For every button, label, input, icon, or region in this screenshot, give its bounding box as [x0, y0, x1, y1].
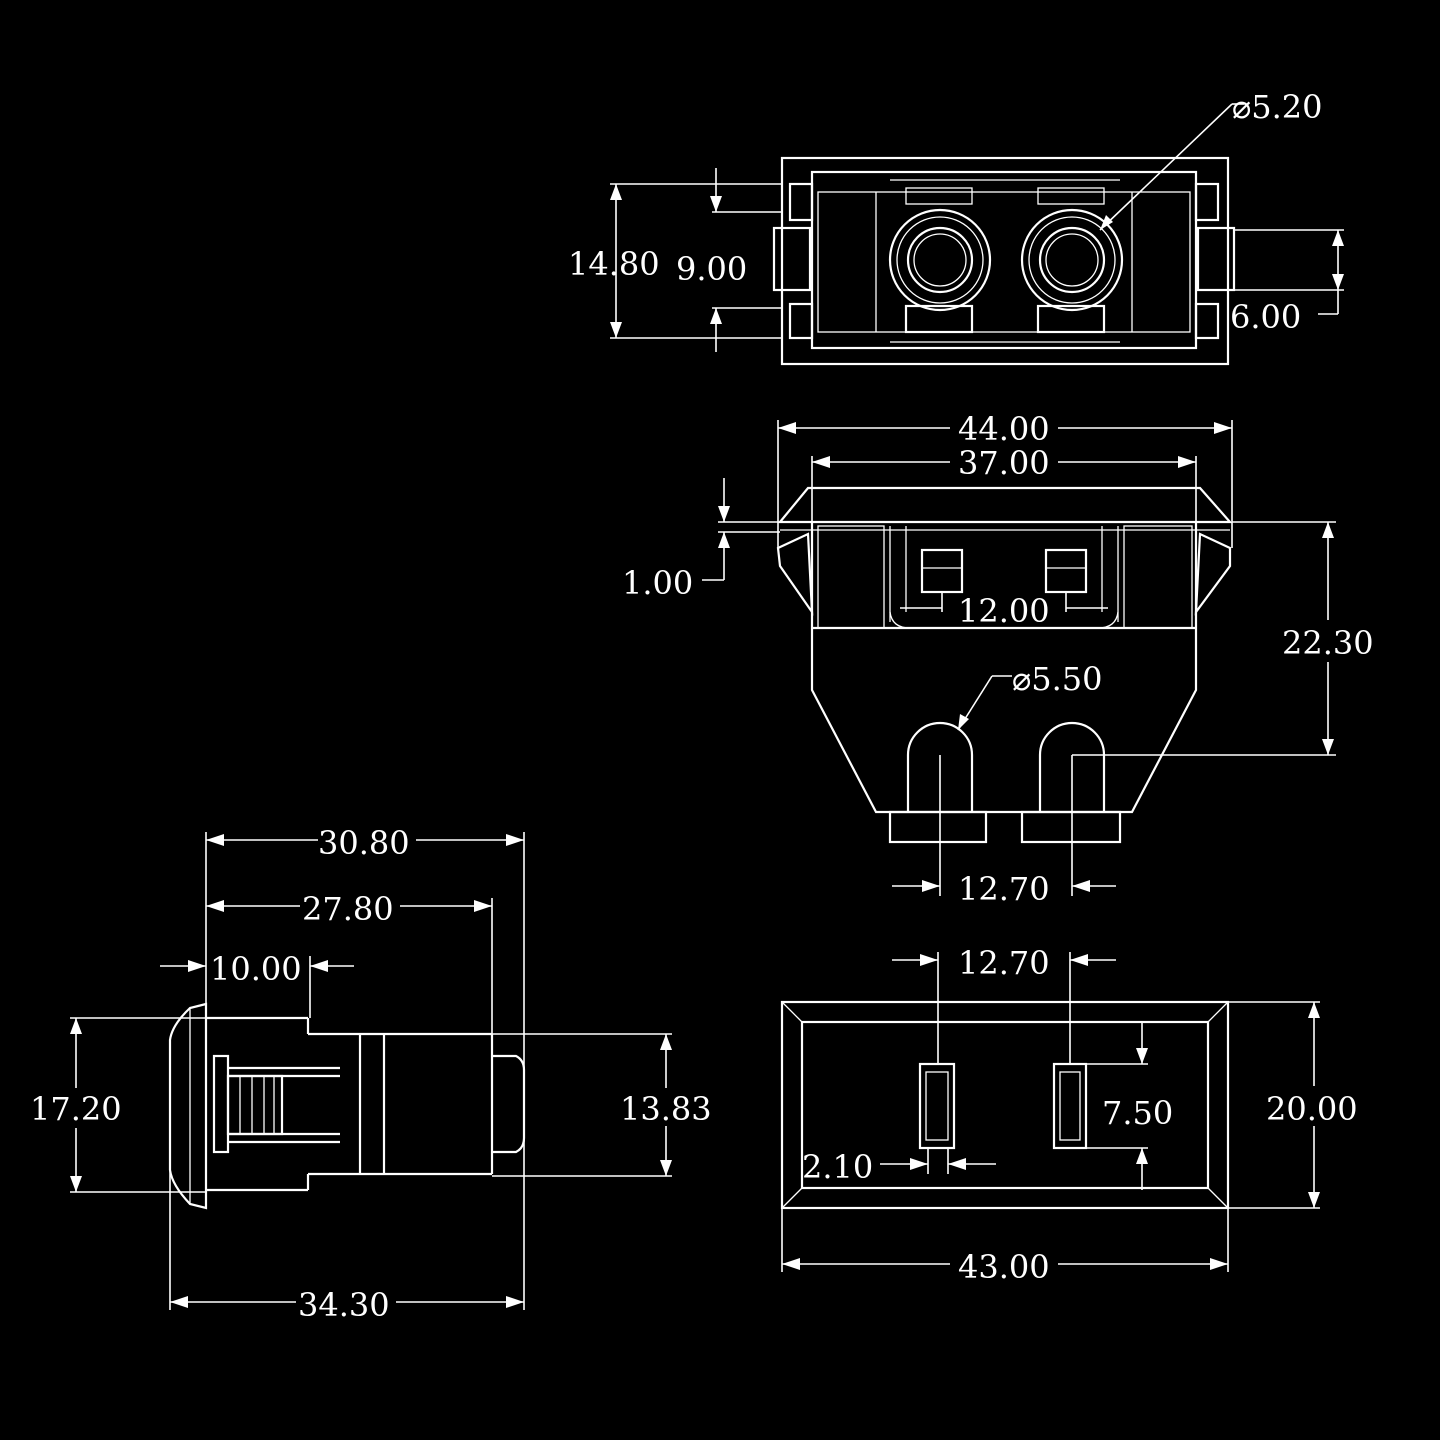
bottom-height-label: 20.00: [1266, 1090, 1358, 1128]
front-flange-thickness-label: 1.00: [622, 564, 693, 602]
side-view: 30.80 27.80 10.00 17.20 13.83 34.30: [30, 824, 712, 1324]
front-pin-pitch-label: 12.70: [958, 870, 1050, 908]
front-view: 44.00 37.00 1.00 12.00 22.30 ⌀5.50 12.70: [622, 410, 1374, 908]
side-flange: [168, 1002, 208, 1210]
front-contact-gap-label: 12.00: [958, 592, 1050, 630]
bottom-width-label: 43.00: [958, 1248, 1050, 1286]
front-width-flange-label: 44.00: [958, 410, 1050, 448]
top-dia-hole-label: ⌀5.20: [1232, 88, 1323, 126]
top-tab-width-label: 6.00: [1230, 298, 1301, 336]
top-height-inner-label: 9.00: [676, 250, 747, 288]
side-height-flange-label: 17.20: [30, 1090, 122, 1128]
side-height-body-label: 13.83: [620, 1090, 712, 1128]
side-length-total-label: 34.30: [298, 1286, 390, 1324]
top-view: ⌀5.20 14.80 9.00 6.00: [568, 88, 1344, 366]
bottom-view: 12.70 7.50 20.00 2.10 43.00: [780, 944, 1358, 1286]
side-length-body-label: 27.80: [302, 890, 394, 928]
side-shoulder-label: 10.00: [210, 950, 302, 988]
front-body: [810, 630, 1198, 814]
front-flange: [777, 486, 1233, 524]
bottom-slot-width-label: 2.10: [802, 1148, 873, 1186]
front-width-body-label: 37.00: [958, 444, 1050, 482]
front-dia-pin-label: ⌀5.50: [1012, 660, 1103, 698]
bottom-pin-pitch-label: 12.70: [958, 944, 1050, 982]
front-height-label: 22.30: [1282, 624, 1374, 662]
bottom-slot-length-label: 7.50: [1102, 1094, 1173, 1132]
side-length-overall-label: 30.80: [318, 824, 410, 862]
top-height-overall-label: 14.80: [568, 245, 660, 283]
